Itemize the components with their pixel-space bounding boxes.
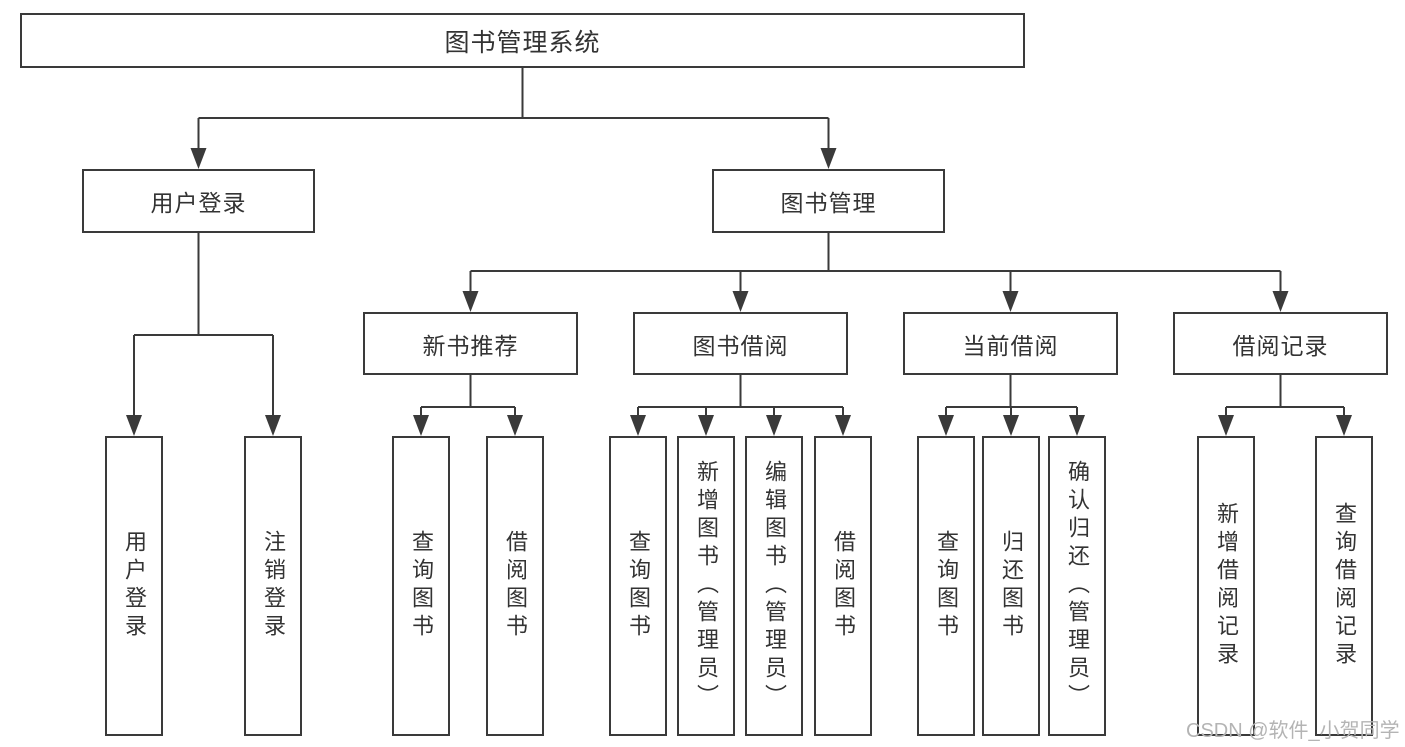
node-add-books-admin-label: 新增图书（管理员） [694,460,719,712]
node-borrow-query-books: 查询图书 [609,436,667,736]
node-book-borrow-label: 图书借阅 [692,332,789,359]
node-book-management-label: 图书管理 [780,190,877,216]
node-add-borrow-record-label: 新增借阅记录 [1214,502,1239,670]
node-borrow-borrow-books: 借阅图书 [814,436,872,736]
node-current-query-books: 查询图书 [917,436,975,736]
node-edit-books-admin-label: 编辑图书（管理员） [762,460,787,712]
node-current-borrow-label: 当前借阅 [962,332,1059,359]
connector-arrowheads [126,148,1352,436]
node-borrow-records-label: 借阅记录 [1232,332,1329,359]
node-user-login-leaf-label: 用户登录 [122,530,147,642]
node-new-book-recommend: 新书推荐 [363,312,578,375]
node-root: 图书管理系统 [20,13,1025,68]
node-return-books-label: 归还图书 [999,530,1024,642]
node-borrow-query-books-label: 查询图书 [626,530,651,642]
node-new-book-recommend-label: 新书推荐 [422,332,519,359]
watermark: CSDN @软件_小贺同学 [1186,720,1400,742]
node-logout-label: 注销登录 [261,530,286,642]
node-current-borrow: 当前借阅 [903,312,1118,375]
node-add-books-admin: 新增图书（管理员） [677,436,735,736]
node-add-borrow-record: 新增借阅记录 [1197,436,1255,736]
node-user-login-label: 用户登录 [150,190,247,216]
node-root-label: 图书管理系统 [444,28,601,57]
node-logout: 注销登录 [244,436,302,736]
node-user-login: 用户登录 [82,169,315,233]
node-borrow-records: 借阅记录 [1173,312,1388,375]
node-user-login-leaf: 用户登录 [105,436,163,736]
node-recommend-query-books: 查询图书 [392,436,450,736]
node-edit-books-admin: 编辑图书（管理员） [745,436,803,736]
node-return-books: 归还图书 [982,436,1040,736]
connector-lines [133,68,1345,418]
node-confirm-return-admin: 确认归还（管理员） [1048,436,1106,736]
node-current-query-books-label: 查询图书 [934,530,959,642]
node-book-borrow: 图书借阅 [633,312,848,375]
node-recommend-borrow-books: 借阅图书 [486,436,544,736]
node-recommend-borrow-books-label: 借阅图书 [503,530,528,642]
node-query-borrow-record-label: 查询借阅记录 [1332,502,1357,670]
node-confirm-return-admin-label: 确认归还（管理员） [1065,460,1090,712]
node-recommend-query-books-label: 查询图书 [409,530,434,642]
node-book-management: 图书管理 [712,169,945,233]
node-query-borrow-record: 查询借阅记录 [1315,436,1373,736]
node-borrow-borrow-books-label: 借阅图书 [831,530,856,642]
